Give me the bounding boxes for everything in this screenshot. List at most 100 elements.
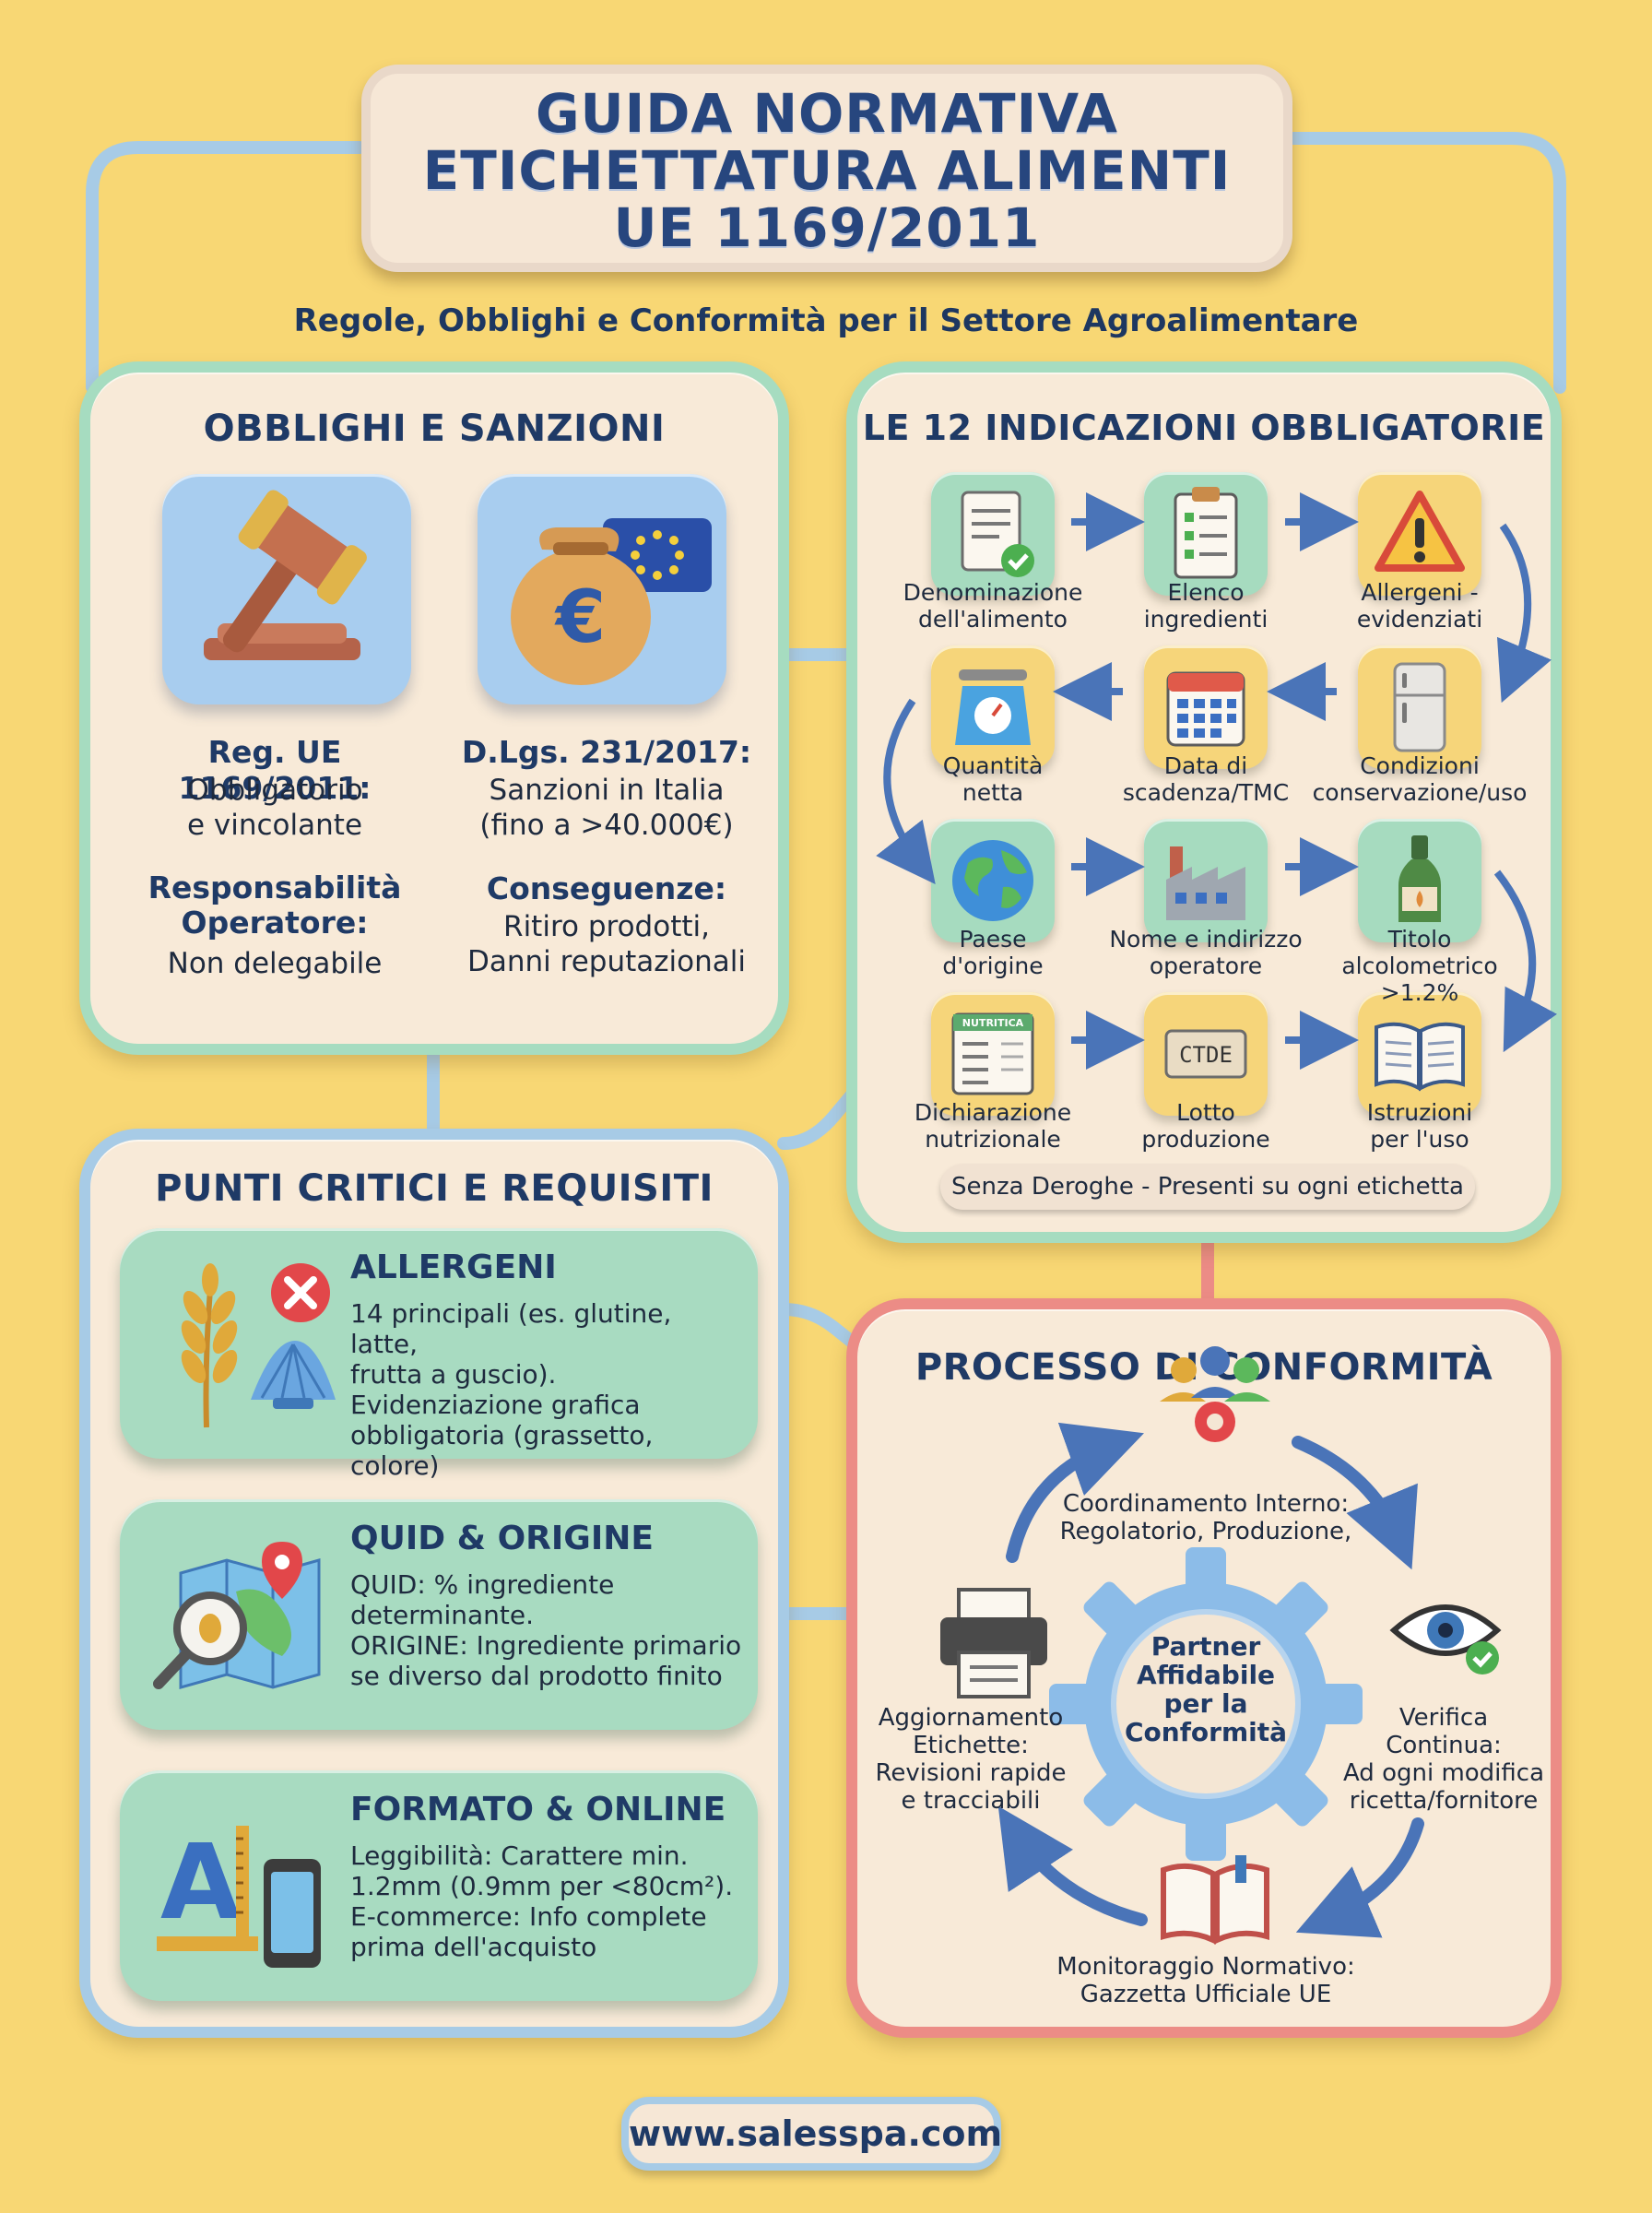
center-gear-icon (1049, 1547, 1363, 1861)
open-book-icon (1375, 1022, 1465, 1092)
label-scadenza-l1: Data di (1163, 752, 1248, 779)
label-allergeni-l1: Allergeni - (1361, 579, 1479, 606)
label-allergeni: Allergeni - evidenziati (1318, 579, 1521, 633)
label-ingredienti-l2: ingredienti (1143, 606, 1268, 633)
lot-code-text: CTDE (1179, 1042, 1233, 1068)
book-icon (1161, 1855, 1269, 1945)
step-verifica-l3: Ad ogni modifica (1342, 1759, 1545, 1787)
step-monitoraggio-l1: Monitoraggio Normativo: (1056, 1953, 1355, 1981)
ob-body-responsabilita: Non delegabile (109, 946, 441, 981)
ob-head-responsabilita: Responsabilità Operatore: (148, 870, 402, 941)
label-nutrizionale-l1: Dichiarazione (914, 1099, 1072, 1126)
card-formato-line2: 1.2mm (0.9mm per <80cm²). (350, 1871, 734, 1901)
eye-check-icon (1389, 1604, 1502, 1675)
center-label-l1: Partner (1150, 1631, 1261, 1662)
label-lotto-l2: produzione (1141, 1126, 1270, 1153)
step-coordinamento-l1: Coordinamento Interno: (1062, 1490, 1350, 1518)
indicazioni-footer-pill: Senza Deroghe - Presenti su ogni etichet… (940, 1164, 1475, 1210)
label-paese-l2: d'origine (942, 953, 1044, 979)
calendar-icon (1166, 671, 1245, 747)
label-denominazione-l2: dell'alimento (918, 606, 1068, 633)
document-check-icon (961, 491, 1034, 577)
label-lotto-l1: Lotto (1176, 1099, 1235, 1126)
ob-body-conseguenze-line2: Danni reputazionali (467, 945, 746, 978)
card-allergeni-title: ALLERGENI (350, 1249, 557, 1286)
card-allergeni-line1: 14 principali (es. glutine, latte, (350, 1298, 672, 1359)
step-aggiornamento-l2: Etichette: (913, 1732, 1029, 1759)
subtitle: Regole, Obblighi e Conformità per il Set… (293, 302, 1359, 339)
tile-operatore (1144, 819, 1268, 942)
map-magnifier-icon (153, 1542, 321, 1689)
label-paese-l1: Paese (959, 926, 1027, 953)
label-scadenza-l2: scadenza/TMC (1122, 779, 1290, 806)
label-istruzioni-l2: per l'uso (1370, 1126, 1469, 1153)
card-quid-title: QUID & ORIGINE (350, 1520, 654, 1557)
step-verifica: Verifica Continua: Ad ogni modifica rice… (1342, 1704, 1545, 1815)
ob-body-dlgs-line1: Sanzioni in Italia (489, 774, 725, 807)
label-denominazione-l1: Denominazione (903, 579, 1083, 606)
panel-title-punti: PUNTI CRITICI E REQUISITI (155, 1167, 714, 1210)
tile-allergeni (1358, 472, 1481, 596)
center-label-l4: Conformità (1125, 1717, 1287, 1747)
label-operatore-l1: Nome e indirizzo (1109, 926, 1303, 953)
card-quid-body: QUID: % ingrediente determinante. ORIGIN… (350, 1569, 747, 1691)
label-alcol: Titolo alcolometrico >1.2% (1300, 926, 1540, 1006)
step-coordinamento-l2: Regolatorio, Produzione, (1059, 1518, 1352, 1545)
step-aggiornamento-l3: Revisioni rapide (875, 1759, 1067, 1787)
ob-head-conseguenze: Conseguenze: (486, 870, 727, 906)
card-allergeni-line4: obbligatoria (grassetto, colore) (350, 1420, 654, 1481)
scale-icon (955, 669, 1031, 745)
wheat-shell-icon (181, 1263, 336, 1428)
label-nutrizionale: Dichiarazione nutrizionale (891, 1099, 1094, 1153)
label-ingredienti: Elenco ingredienti (1104, 579, 1307, 633)
step-aggiornamento-l4: e tracciabili (901, 1787, 1041, 1815)
panel-obblighi-sanzioni: OBBLIGHI E SANZIONI € Re (79, 361, 789, 1055)
panel-title-obblighi: OBBLIGHI E SANZIONI (203, 408, 666, 450)
label-scadenza: Data di scadenza/TMC (1104, 752, 1307, 806)
printer-icon (940, 1588, 1047, 1698)
center-label-l2: Affidabile (1136, 1660, 1276, 1690)
fridge-icon (1393, 662, 1446, 752)
label-paese: Paese d'origine (891, 926, 1094, 979)
ob-body-conseguenze: Ritiro prodotti, Danni reputazionali (441, 909, 773, 979)
tile-conservazione (1358, 645, 1481, 769)
label-operatore: Nome e indirizzo operatore (1104, 926, 1307, 979)
card-allergeni: ALLERGENI 14 principali (es. glutine, la… (120, 1228, 758, 1481)
svg-text:€: € (554, 576, 606, 659)
step-verifica-l1: Verifica (1398, 1704, 1489, 1732)
center-partner-label: Partner Affidabile per la Conformità (1095, 1632, 1316, 1746)
card-formato-line3: E-commerce: Info complete (350, 1901, 707, 1932)
label-operatore-l2: operatore (1149, 953, 1263, 979)
bottle-icon (1398, 835, 1441, 922)
step-verifica-l4: ricetta/fornitore (1349, 1787, 1539, 1815)
tile-scadenza (1144, 645, 1268, 769)
ob-body-dlgs-line2: (fino a >40.000€) (479, 809, 734, 842)
card-quid-line2: determinante. (350, 1600, 535, 1630)
card-allergeni-body: 14 principali (es. glutine, latte, frutt… (350, 1298, 747, 1481)
tile-nutrizionale: NUTRITICA (931, 992, 1055, 1116)
svg-text:A: A (160, 1823, 241, 1943)
label-nutrizionale-l2: nutrizionale (925, 1126, 1061, 1153)
tile-paese (931, 819, 1055, 942)
step-aggiornamento: Aggiornamento Etichette: Revisioni rapid… (874, 1704, 1068, 1815)
tile-ingredienti (1144, 472, 1268, 596)
step-monitoraggio: Monitoraggio Normativo: Gazzetta Ufficia… (1040, 1953, 1372, 2008)
factory-icon (1166, 846, 1245, 920)
title-line-1: GUIDA NORMATIVA (535, 82, 1119, 145)
tile-istruzioni (1358, 992, 1481, 1116)
tile-alcol (1358, 819, 1481, 942)
step-aggiornamento-l1: Aggiornamento (878, 1704, 1064, 1732)
footer-website-link[interactable]: www.salesspa.com (621, 2097, 1002, 2171)
warning-icon (1375, 491, 1465, 572)
tile-lotto: CTDE (1144, 992, 1268, 1116)
title-line-2: ETICHETTATURA ALIMENTI (422, 139, 1232, 202)
label-quantita-l1: Quantità (942, 752, 1044, 779)
step-monitoraggio-l2: Gazzetta Ufficiale UE (1080, 1981, 1332, 2008)
label-denominazione: Denominazione dell'alimento (891, 579, 1094, 633)
label-conservazione: Condizioni conservazione/uso (1309, 752, 1530, 806)
lot-code-icon: CTDE (1164, 1029, 1247, 1079)
card-quid-line3: ORIGINE: Ingrediente primario (350, 1630, 742, 1661)
label-lotto: Lotto produzione (1104, 1099, 1307, 1153)
